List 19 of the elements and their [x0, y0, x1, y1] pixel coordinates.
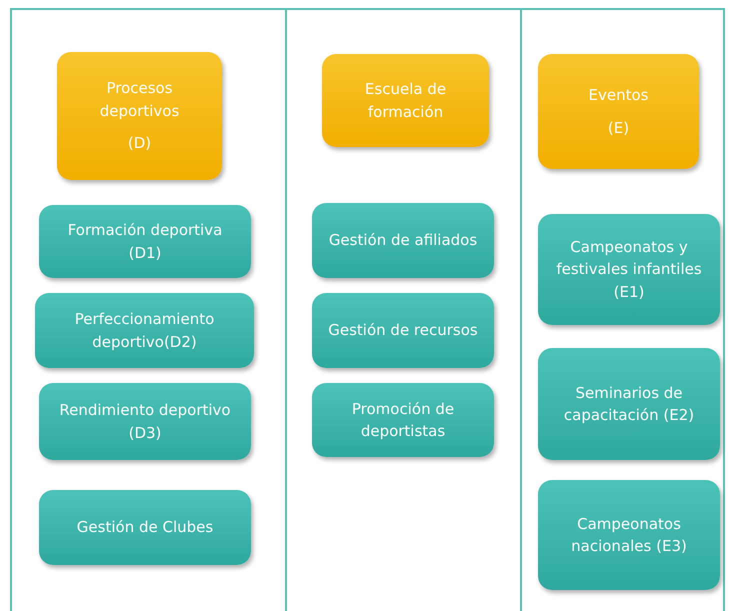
category-box: Escuela de formación: [322, 54, 489, 147]
box-label: (E): [608, 118, 630, 138]
process-box: Rendimiento deportivo (D3): [39, 383, 251, 460]
category-box: [57, 52, 222, 180]
box-label: Procesos deportivos: [98, 78, 180, 122]
process-box: Gestión de recursos: [312, 293, 494, 368]
column-panel: [10, 8, 287, 611]
column-panel: [520, 8, 725, 611]
process-box: Promoción de deportistas: [312, 383, 494, 457]
process-box: Seminarios de capacitación (E2): [538, 348, 720, 460]
process-box: Campeonatos nacionales (E3): [538, 480, 720, 590]
process-box: Formación deportiva (D1): [39, 205, 251, 278]
process-box: Perfeccionamiento deportivo(D2): [35, 293, 254, 368]
process-box: Gestión de afiliados: [312, 203, 494, 278]
box-label: Eventos: [588, 85, 648, 106]
process-box: Campeonatos y festivales infantiles (E1): [538, 214, 720, 325]
category-box: [538, 54, 699, 169]
box-label: (D): [128, 133, 152, 154]
process-box: Gestión de Clubes: [39, 490, 251, 565]
